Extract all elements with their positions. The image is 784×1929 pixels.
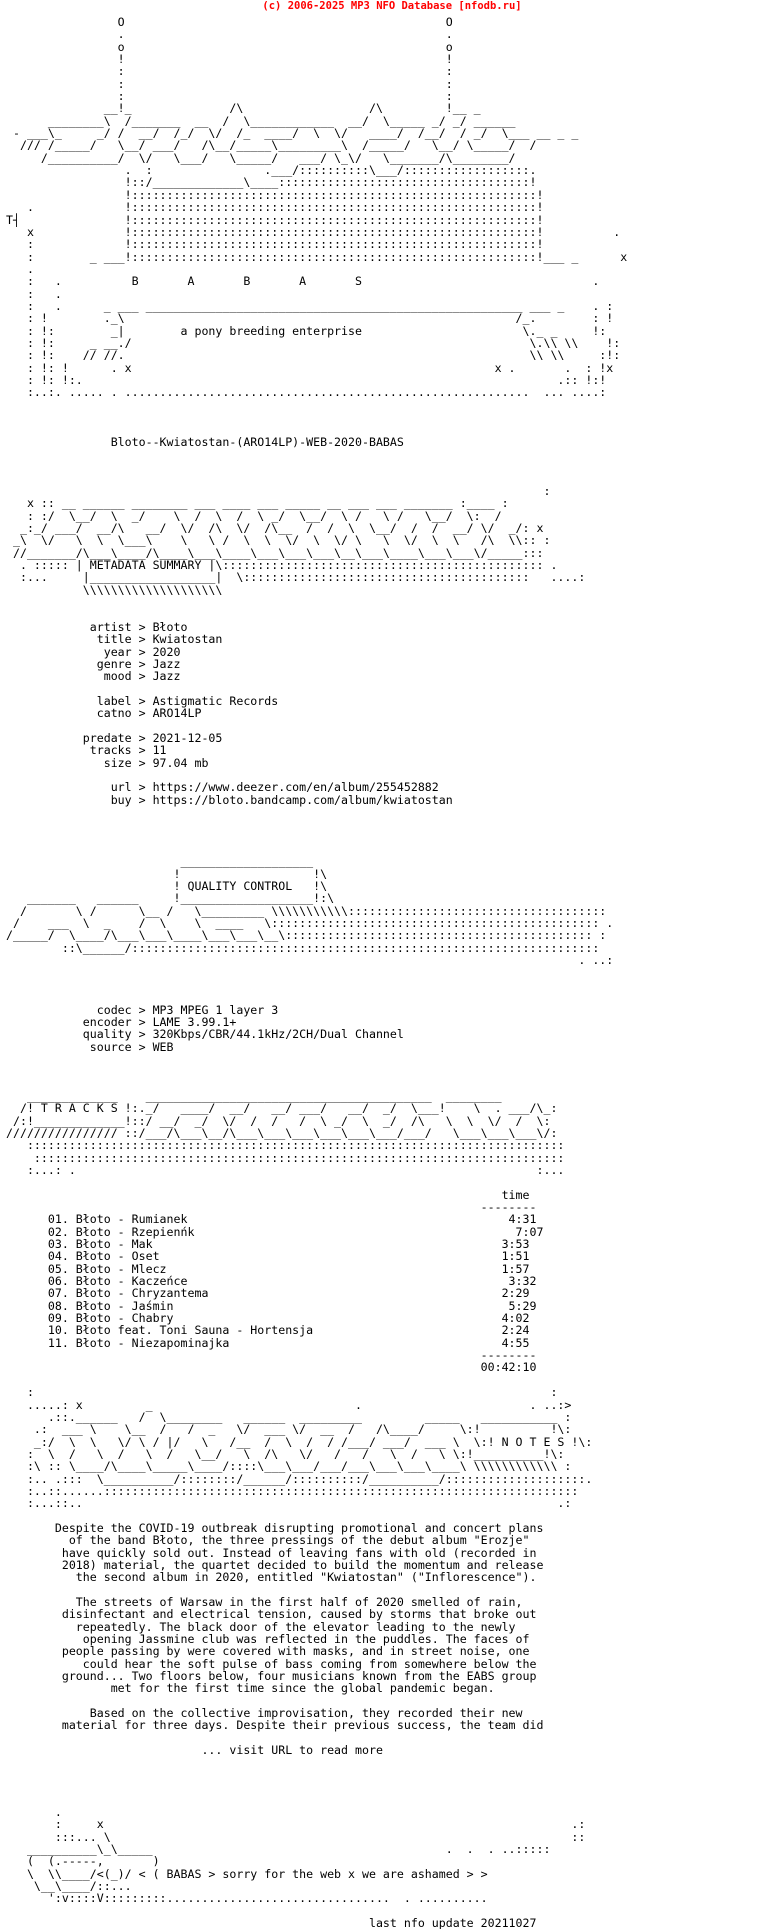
copyright-banner: (c) 2006-2025 MP3 NFO Database [nfodb.ru…: [262, 0, 522, 12]
nfo-text: O O . . o o !: [6, 16, 628, 1929]
